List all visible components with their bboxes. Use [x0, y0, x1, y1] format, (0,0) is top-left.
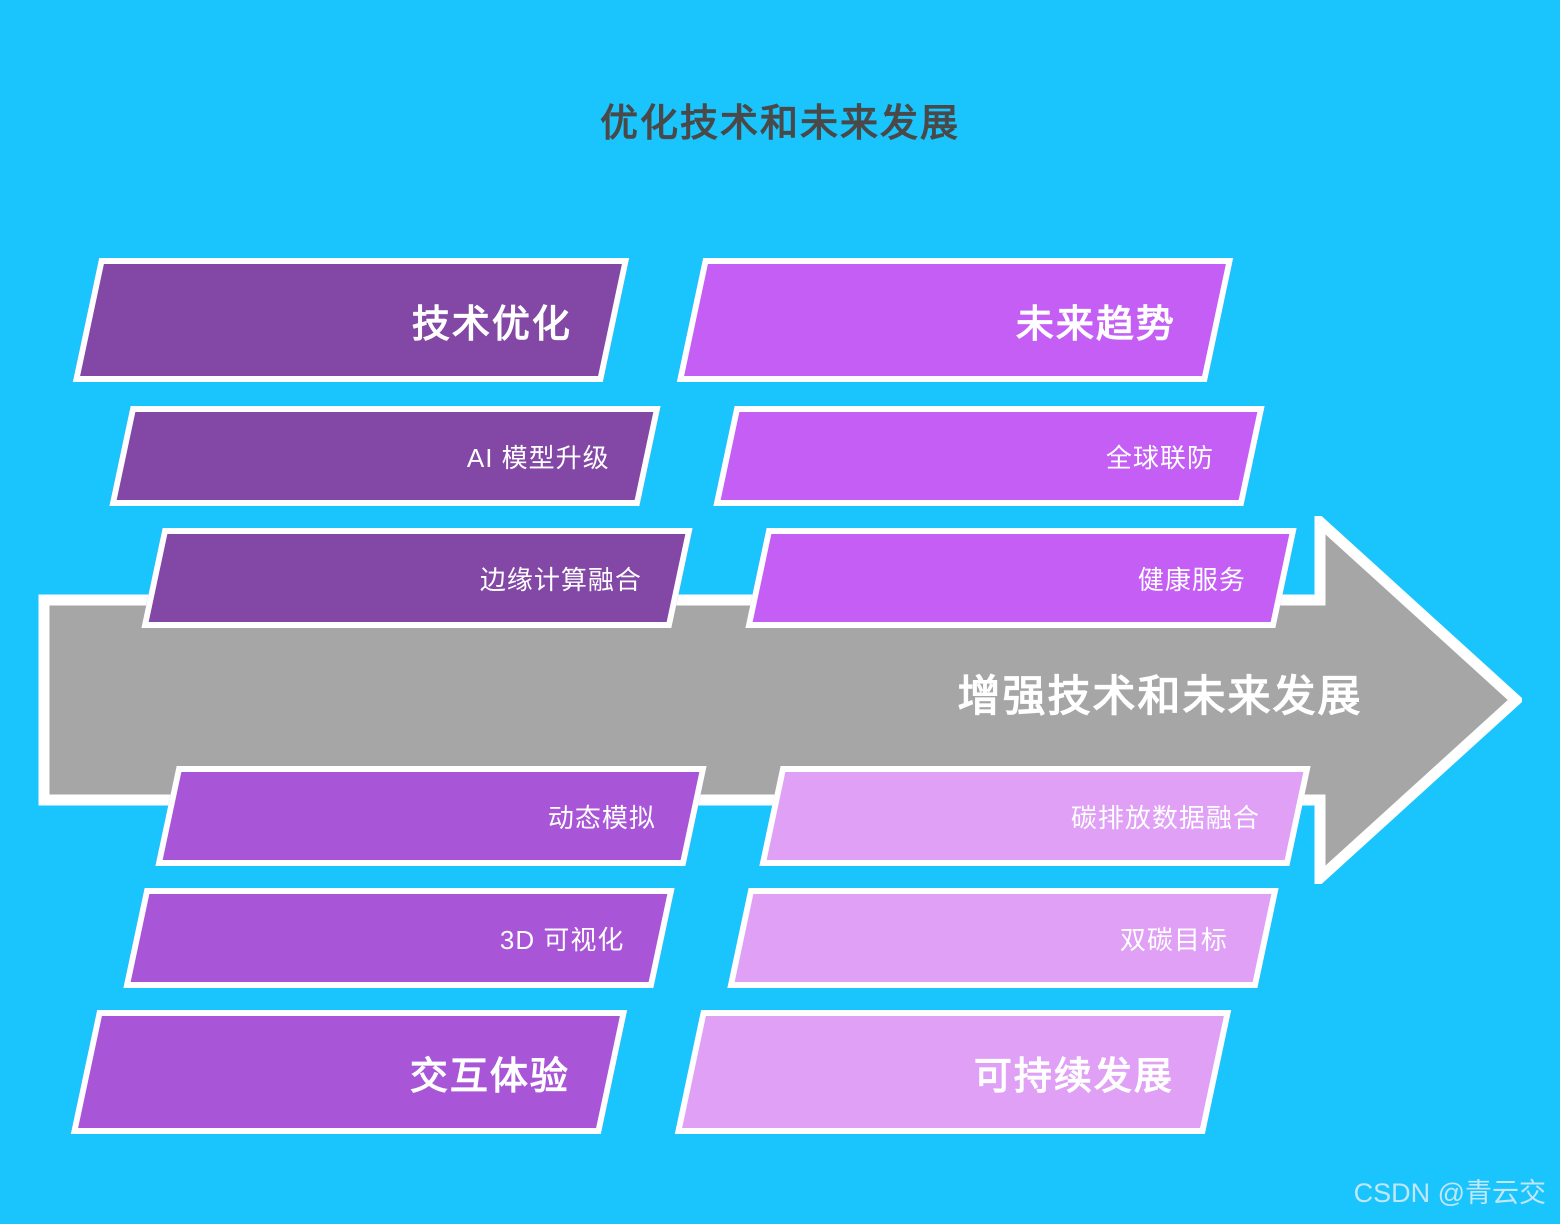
chip-label: 边缘计算融合: [479, 564, 642, 595]
chip-label: 3D 可视化: [499, 924, 624, 955]
chip-label: 交互体验: [409, 1055, 570, 1098]
chip-label: 健康服务: [1137, 564, 1246, 595]
chip-label: 双碳目标: [1119, 924, 1228, 955]
chip-health-services[interactable]: 健康服务: [745, 528, 1297, 628]
chip-ai-model-upgrade[interactable]: AI 模型升级: [109, 406, 661, 506]
page-title: 优化技术和未来发展: [599, 103, 960, 145]
chip-dynamic-simulation[interactable]: 动态模拟: [155, 766, 707, 866]
chip-label: 全球联防: [1105, 442, 1214, 473]
chip-technology-optimization[interactable]: 技术优化: [72, 258, 630, 382]
chip-label: 碳排放数据融合: [1070, 802, 1260, 833]
chip-label: 技术优化: [411, 303, 572, 346]
watermark: CSDN @青云交: [1353, 1178, 1546, 1208]
chip-label: 未来趋势: [1015, 303, 1176, 346]
chip-label: 可持续发展: [973, 1055, 1174, 1098]
chip-dual-carbon-goal[interactable]: 双碳目标: [727, 888, 1279, 988]
chip-edge-computing-fusion[interactable]: 边缘计算融合: [141, 528, 693, 628]
chip-carbon-emission-data-fusion[interactable]: 碳排放数据融合: [759, 766, 1311, 866]
chip-future-trends[interactable]: 未来趋势: [676, 258, 1234, 382]
chip-global-joint-prevention[interactable]: 全球联防: [713, 406, 1265, 506]
chip-3d-visualization[interactable]: 3D 可视化: [123, 888, 675, 988]
chip-label: 动态模拟: [547, 802, 656, 833]
chip-label: AI 模型升级: [467, 442, 610, 473]
arrow-label: 增强技术和未来发展: [957, 673, 1363, 721]
chip-interaction-experience[interactable]: 交互体验: [70, 1010, 628, 1134]
chip-sustainable-development[interactable]: 可持续发展: [674, 1010, 1232, 1134]
